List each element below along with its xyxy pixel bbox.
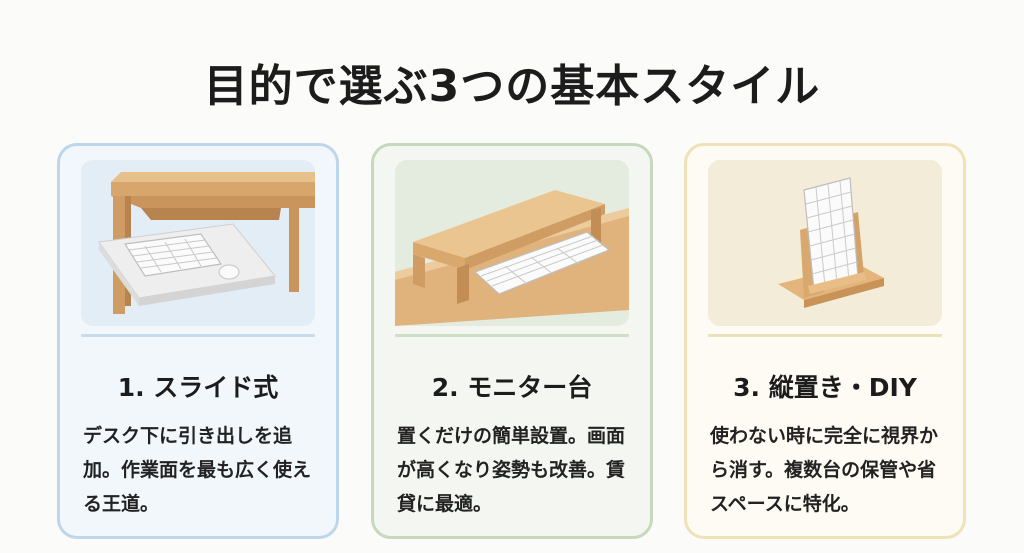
card-description: 使わない時に完全に視界から消す。複数台の保管や省スペースに特化。 xyxy=(710,425,939,515)
card-title: 3. 縦置き・DIY xyxy=(733,373,917,402)
card-divider xyxy=(395,334,629,337)
card-description: 置くだけの簡単設置。画面が高くなり姿勢も改善。賃貸に最適。 xyxy=(397,425,626,515)
page-title: 目的で選ぶ3つの基本スタイル xyxy=(203,61,821,112)
vertical-keyboard-stand-illustration xyxy=(708,160,942,326)
card-title: 1. スライド式 xyxy=(117,373,279,402)
style-card-monitor-stand: 2. モニター台 置くだけの簡単設置。画面が高くなり姿勢も改善。賃貸に最適。 xyxy=(371,143,653,539)
style-card-vertical-diy: 3. 縦置き・DIY 使わない時に完全に視界から消す。複数台の保管や省スペースに… xyxy=(684,143,966,539)
card-divider xyxy=(81,334,315,337)
card-title: 2. モニター台 xyxy=(431,373,593,402)
card-description: デスク下に引き出しを追加。作業面を最も広く使える王道。 xyxy=(83,425,312,515)
card-divider xyxy=(708,334,942,337)
style-card-slide: 1. スライド式 デスク下に引き出しを追加。作業面を最も広く使える王道。 xyxy=(57,143,339,539)
monitor-stand-keyboard-illustration xyxy=(395,160,629,326)
under-desk-keyboard-tray-illustration xyxy=(81,160,315,326)
